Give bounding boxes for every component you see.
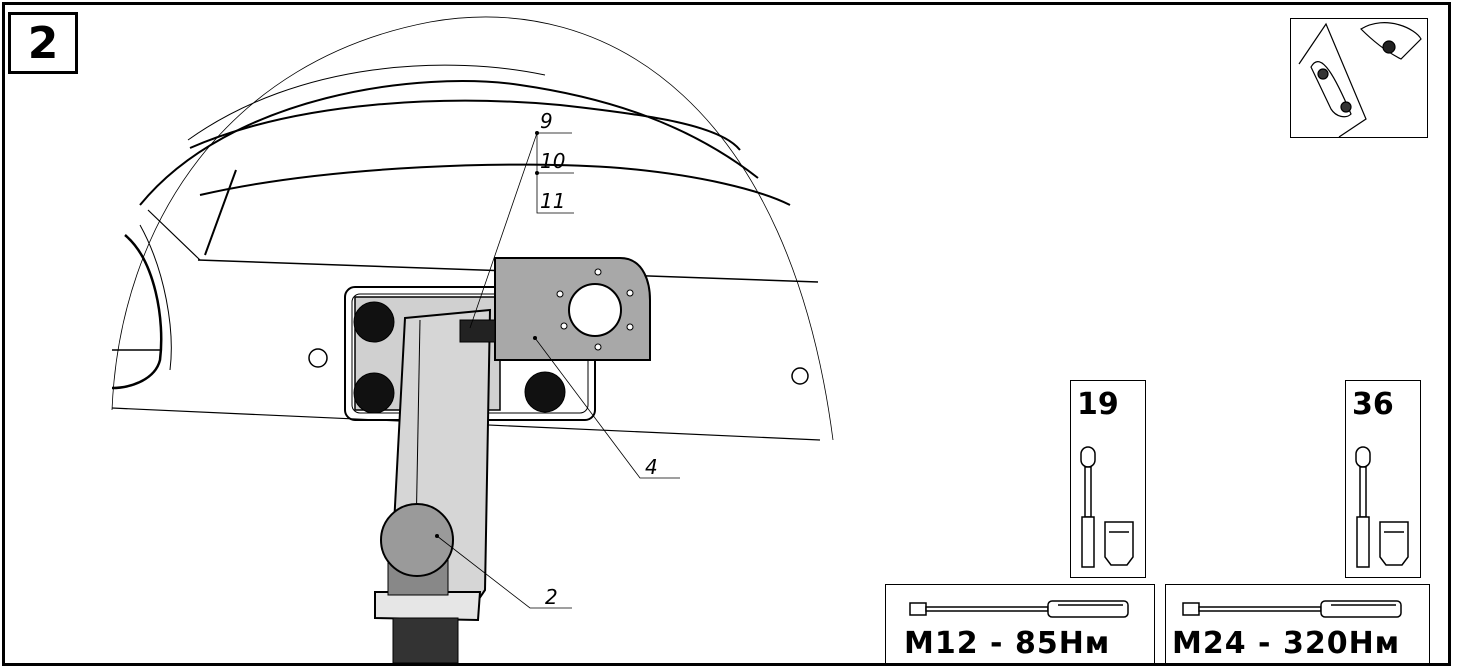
ratchet-wrench-icon <box>1080 446 1134 568</box>
view-indicator-box <box>1290 18 1428 138</box>
tow-ball <box>380 503 454 577</box>
ratchet-wrench-icon <box>1355 446 1409 568</box>
callout-10: 10 <box>540 149 565 173</box>
torque-wrench-icon <box>909 600 1129 618</box>
wrench-size-19: 19 <box>1077 387 1119 422</box>
tire-arc <box>139 80 759 206</box>
step-number-box: 2 <box>8 12 78 74</box>
callout-4: 4 <box>645 455 658 479</box>
tool-box-36: 36 <box>1345 380 1421 578</box>
torque-spec-m24: M24 - 320Нм <box>1172 626 1401 661</box>
tool-box-19: 19 <box>1070 380 1146 578</box>
detail-circle-outline <box>111 16 834 441</box>
bolt-heads <box>353 301 566 414</box>
step-number: 2 <box>27 17 59 69</box>
tire-arc <box>199 163 791 206</box>
torque-box-m24: M24 - 320Нм <box>1165 584 1430 664</box>
torque-wrench-icon <box>1182 600 1402 618</box>
callout-9: 9 <box>540 109 553 133</box>
callout-leader-4 <box>534 337 680 479</box>
torque-spec-m12: M12 - 85Нм <box>904 626 1111 661</box>
ball-mount-base <box>374 591 482 622</box>
tire-arc <box>187 64 546 141</box>
callout-2: 2 <box>545 585 558 609</box>
torque-box-m12: M12 - 85Нм <box>885 584 1155 664</box>
tire-arc <box>189 99 741 151</box>
callout-leader-2 <box>436 535 572 609</box>
car-rear-view-icon <box>1298 22 1422 138</box>
wrench-size-36: 36 <box>1352 387 1394 422</box>
callout-11: 11 <box>540 189 565 213</box>
